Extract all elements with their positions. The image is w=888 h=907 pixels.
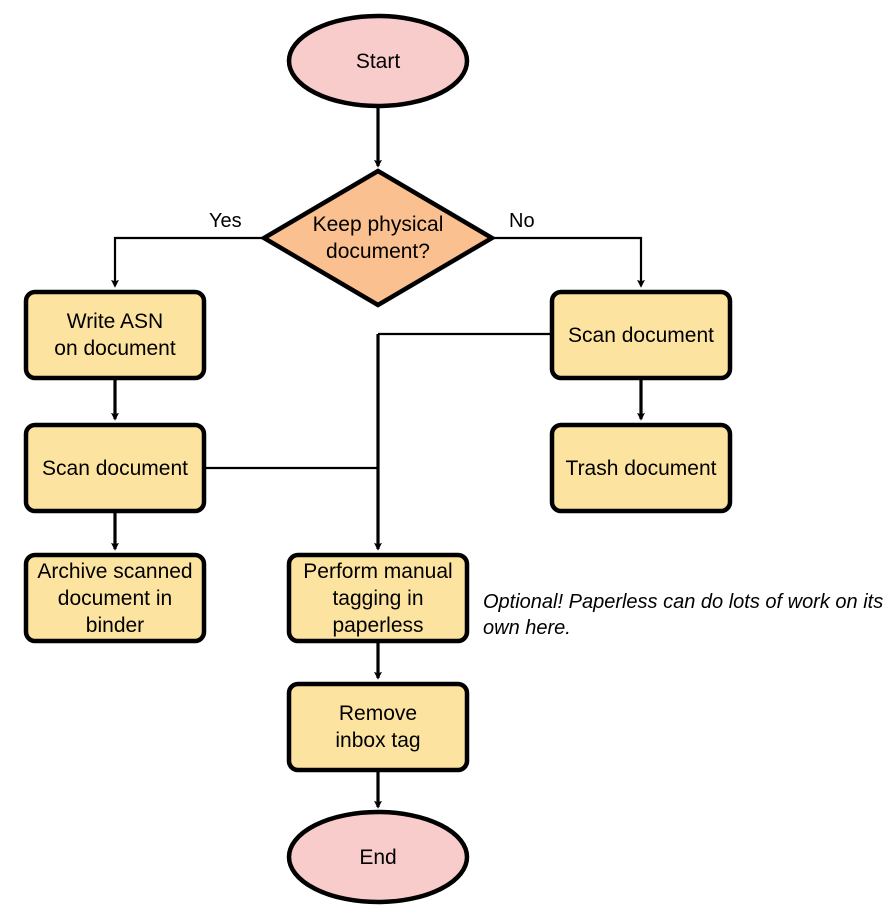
edge-label-no: No: [509, 210, 535, 232]
node-manual-tagging[interactable]: [286, 552, 470, 644]
annotation-optional-note: Optional! Paperless can do lots of work …: [483, 591, 884, 639]
node-decision-keep-physical[interactable]: [259, 168, 497, 308]
node-scan-document-right[interactable]: [549, 289, 733, 381]
nodes-layer: [23, 13, 733, 905]
edge-decision-to-write-asn: [111, 236, 264, 288]
edge-decision-to-scan-right: [492, 236, 645, 288]
node-trash-document[interactable]: [549, 422, 733, 514]
node-remove-inbox-tag[interactable]: [286, 681, 470, 773]
node-write-asn[interactable]: [23, 289, 207, 381]
node-scan-document-left[interactable]: [23, 422, 207, 514]
node-end[interactable]: [286, 809, 470, 905]
node-start[interactable]: [286, 13, 470, 109]
node-archive-binder[interactable]: [23, 552, 207, 644]
edge-label-yes: Yes: [209, 210, 242, 232]
edges-layer: [111, 107, 645, 809]
